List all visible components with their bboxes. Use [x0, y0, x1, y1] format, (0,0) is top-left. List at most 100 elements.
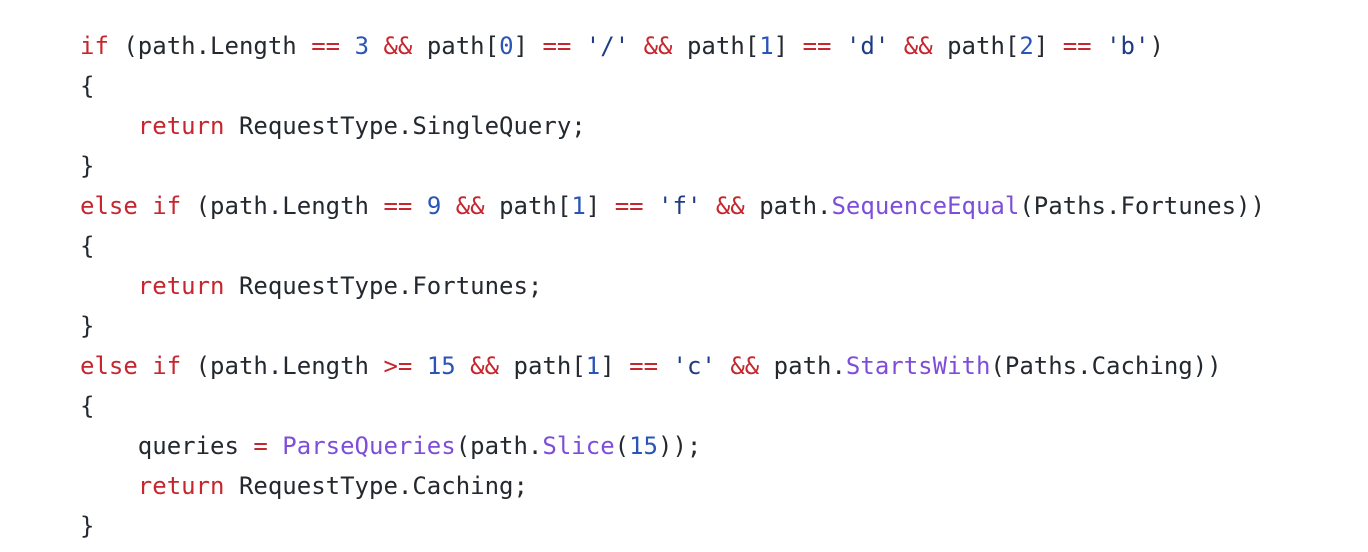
- code-token-operator: &&: [903, 32, 933, 60]
- code-token-keyword: return: [137, 472, 225, 500]
- code-token-plain: [644, 192, 658, 220]
- code-line: {: [80, 66, 1265, 106]
- code-token-plain: (: [614, 432, 630, 460]
- code-token-plain: queries: [80, 432, 254, 460]
- code-token-plain: path[: [672, 32, 760, 60]
- code-token-keyword: return: [137, 272, 225, 300]
- code-token-plain: path[: [484, 192, 572, 220]
- code-token-keyword: else: [80, 352, 138, 380]
- code-token-plain: [80, 472, 138, 500]
- code-token-plain: ): [1149, 32, 1164, 60]
- code-token-plain: path.: [759, 352, 846, 380]
- code-token-plain: ]: [600, 352, 630, 380]
- code-token-plain: path[: [412, 32, 500, 60]
- code-token-plain: }: [80, 152, 95, 180]
- code-token-plain: [571, 32, 585, 60]
- code-token-string: 'b': [1106, 32, 1150, 60]
- code-token-plain: (path.Length: [181, 192, 384, 220]
- code-token-plain: (Paths.Caching)): [990, 352, 1222, 380]
- code-token-plain: ]: [585, 192, 615, 220]
- code-token-plain: }: [80, 312, 95, 340]
- code-token-keyword: if: [152, 352, 182, 380]
- code-token-keyword: else: [80, 192, 138, 220]
- code-token-plain: [1092, 32, 1106, 60]
- code-token-number: 1: [759, 32, 774, 60]
- code-token-plain: [80, 112, 138, 140]
- code-token-number: 2: [1019, 32, 1034, 60]
- code-token-plain: {: [80, 392, 95, 420]
- code-token-number: 15: [629, 432, 658, 460]
- code-token-string: 'c': [672, 352, 716, 380]
- code-line: }: [80, 506, 1265, 546]
- code-token-plain: (path.Length: [108, 32, 312, 60]
- code-token-plain: }: [80, 512, 95, 540]
- code-line: queries = ParseQueries(path.Slice(15));: [80, 426, 1265, 466]
- code-block: if (path.Length == 3 && path[0] == '/' &…: [80, 26, 1265, 546]
- code-token-method: ParseQueries: [282, 432, 456, 460]
- code-token-plain: {: [80, 232, 95, 260]
- code-token-operator: >=: [383, 352, 413, 380]
- code-token-plain: path.: [744, 192, 832, 220]
- code-token-plain: RequestType.Fortunes;: [224, 272, 543, 300]
- code-token-keyword: return: [137, 112, 225, 140]
- code-token-operator: ==: [311, 32, 341, 60]
- code-token-method: StartsWith: [845, 352, 991, 380]
- code-token-plain: (Paths.Fortunes)): [1019, 192, 1265, 220]
- code-token-operator: =: [253, 432, 268, 460]
- code-token-plain: [831, 32, 845, 60]
- code-line: return RequestType.Fortunes;: [80, 266, 1265, 306]
- code-line: {: [80, 386, 1265, 426]
- code-token-plain: [629, 32, 643, 60]
- code-token-plain: [268, 432, 282, 460]
- code-token-operator: ==: [542, 32, 572, 60]
- code-token-plain: [138, 192, 152, 220]
- code-token-number: 9: [426, 192, 442, 220]
- code-token-operator: &&: [470, 352, 500, 380]
- code-token-operator: &&: [643, 32, 673, 60]
- code-token-plain: [658, 352, 672, 380]
- code-token-plain: path[: [932, 32, 1020, 60]
- code-token-plain: (path.: [455, 432, 543, 460]
- code-token-plain: RequestType.SingleQuery;: [224, 112, 586, 140]
- code-token-method: SequenceEqual: [831, 192, 1020, 220]
- code-token-number: 0: [499, 32, 514, 60]
- code-line: else if (path.Length == 9 && path[1] == …: [80, 186, 1265, 226]
- code-token-keyword: if: [152, 192, 182, 220]
- code-line: }: [80, 146, 1265, 186]
- code-token-plain: ]: [1033, 32, 1063, 60]
- code-line: if (path.Length == 3 && path[0] == '/' &…: [80, 26, 1265, 66]
- code-line: {: [80, 226, 1265, 266]
- code-line: }: [80, 306, 1265, 346]
- code-token-plain: ]: [773, 32, 803, 60]
- code-line: return RequestType.Caching;: [80, 466, 1265, 506]
- code-token-keyword: if: [80, 32, 109, 60]
- code-token-plain: [80, 272, 138, 300]
- code-token-plain: ]: [513, 32, 543, 60]
- code-token-operator: ==: [614, 192, 644, 220]
- code-token-number: 15: [426, 352, 456, 380]
- code-token-method: Slice: [542, 432, 615, 460]
- code-token-plain: [412, 192, 426, 220]
- code-token-operator: ==: [629, 352, 659, 380]
- code-token-operator: ==: [1062, 32, 1092, 60]
- code-token-plain: path[: [499, 352, 586, 380]
- code-token-plain: RequestType.Caching;: [224, 472, 528, 500]
- code-line: return RequestType.SingleQuery;: [80, 106, 1265, 146]
- code-token-plain: {: [80, 72, 95, 100]
- code-token-string: 'd': [845, 32, 890, 60]
- code-token-plain: (path.Length: [181, 352, 384, 380]
- code-token-operator: ==: [802, 32, 832, 60]
- code-token-plain: [412, 352, 426, 380]
- code-token-plain: [441, 192, 455, 220]
- code-token-plain: [889, 32, 903, 60]
- code-token-operator: &&: [715, 192, 745, 220]
- code-token-plain: ));: [658, 432, 702, 460]
- code-token-plain: [456, 352, 470, 380]
- code-token-plain: [369, 32, 383, 60]
- code-token-number: 1: [571, 192, 586, 220]
- code-token-number: 1: [585, 352, 601, 380]
- code-token-number: 3: [354, 32, 370, 60]
- code-token-operator: &&: [730, 352, 760, 380]
- code-token-operator: &&: [383, 32, 413, 60]
- code-token-string: 'f': [658, 192, 702, 220]
